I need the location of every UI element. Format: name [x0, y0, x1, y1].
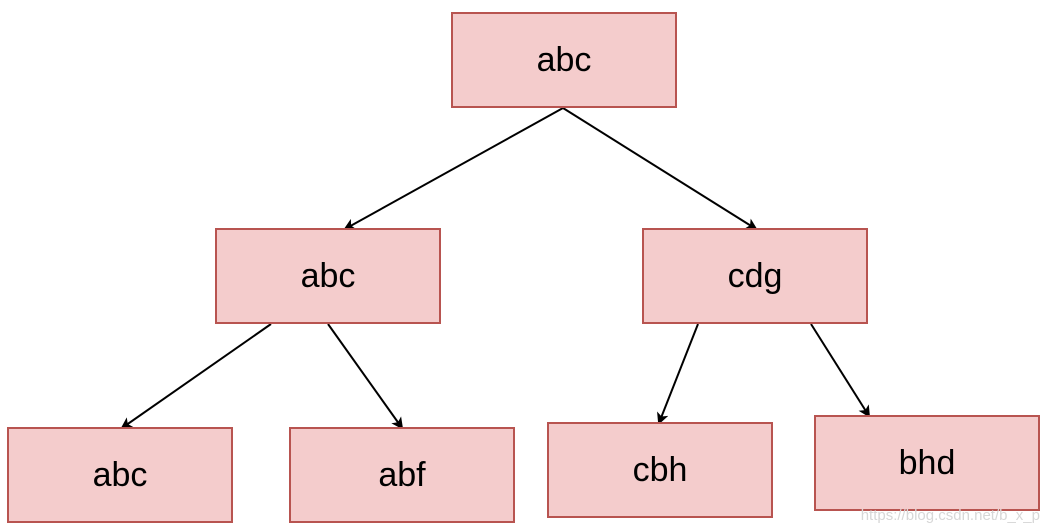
edge-right-to-right-right: [810, 323, 871, 418]
edge-right-to-right-left: [657, 323, 699, 425]
node-right: cdg: [642, 228, 868, 324]
node-left-label: abc: [301, 257, 356, 295]
node-right-label: cdg: [728, 257, 783, 295]
node-left-left-label: abc: [93, 456, 148, 494]
edge-root-to-left: [343, 107, 564, 230]
node-left: abc: [215, 228, 441, 324]
node-right-right: bhd: [814, 415, 1040, 511]
edge-left-to-left-right: [327, 323, 404, 430]
node-root: abc: [451, 12, 677, 108]
edge-left-to-left-left: [120, 323, 272, 430]
node-right-right-label: bhd: [899, 444, 956, 482]
node-left-right: abf: [289, 427, 515, 523]
edge-root-to-right: [562, 107, 758, 231]
node-right-left-label: cbh: [633, 451, 688, 489]
node-left-left: abc: [7, 427, 233, 523]
watermark-text: https://blog.csdn.net/b_x_p: [861, 507, 1040, 524]
node-right-left: cbh: [547, 422, 773, 518]
node-root-label: abc: [537, 41, 592, 79]
node-left-right-label: abf: [378, 456, 426, 494]
